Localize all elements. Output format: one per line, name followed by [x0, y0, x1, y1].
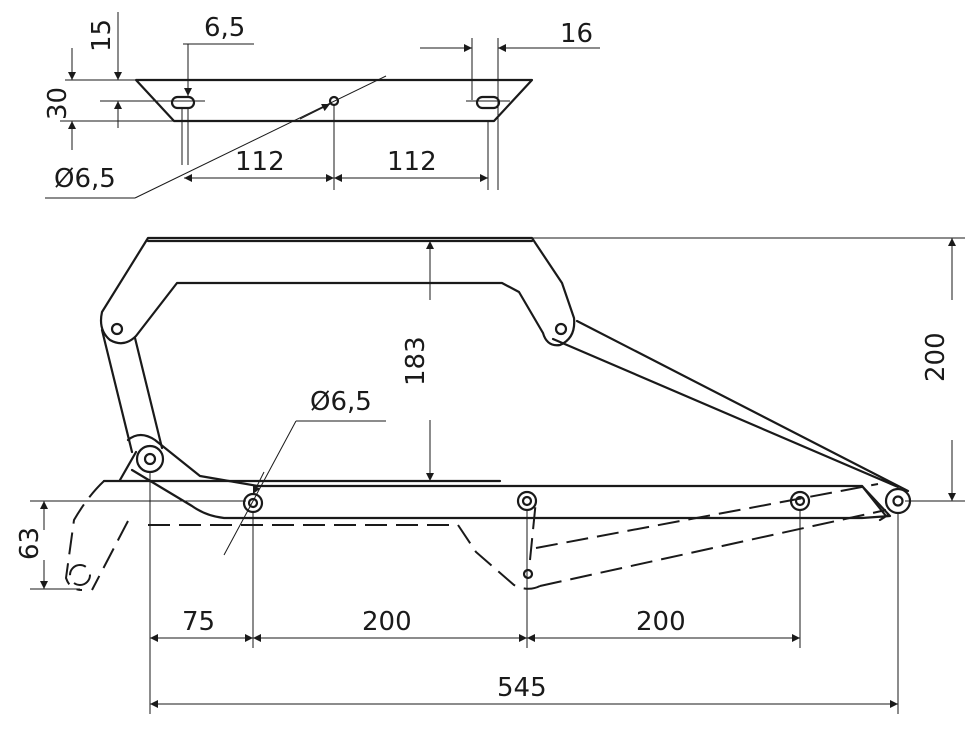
rail-hole-3 — [789, 490, 811, 512]
dim-first-offset: 75 — [182, 607, 215, 637]
dim-rail-hole-diameter: Ø6,5 — [310, 387, 372, 417]
dim-plate-width: 30 — [43, 87, 73, 120]
pivot-top-left — [110, 322, 124, 336]
dim-right-spacing: 200 — [636, 607, 686, 637]
rail-hole-1 — [242, 492, 264, 514]
slot-left — [170, 95, 196, 110]
pivot-top-right — [554, 322, 568, 336]
step-assembly-view: 183 200 Ø6,5 63 75 200 200 — [15, 236, 965, 714]
dim-overall-length: 545 — [497, 673, 547, 703]
dim-hole-spacing-right: 112 — [387, 147, 437, 177]
lower-left-arm — [126, 433, 260, 520]
dim-plate-hole-diameter: Ø6,5 — [54, 164, 116, 194]
plate-view: 15 30 6,5 16 112 112 Ø6,5 — [43, 12, 600, 199]
dim-slot-width: 6,5 — [204, 13, 245, 43]
dim-total-height: 200 — [921, 332, 951, 382]
step-frame-outer — [99, 236, 576, 347]
right-diagonal-arm — [551, 319, 910, 493]
dim-slot-length: 16 — [560, 19, 593, 49]
dim-inner-height: 183 — [401, 336, 431, 386]
plate-outline — [134, 78, 534, 123]
pivot-bottom-left — [135, 444, 165, 474]
rail-hole-2 — [516, 490, 538, 512]
dim-hole-spacing-left: 112 — [235, 147, 285, 177]
center-hole — [328, 95, 340, 107]
folded-position-outline — [64, 480, 887, 591]
left-link — [100, 328, 164, 454]
dim-thickness: 15 — [87, 19, 117, 52]
slot-right — [475, 95, 501, 110]
dim-drop: 63 — [15, 527, 45, 560]
dim-middle-spacing: 200 — [362, 607, 412, 637]
